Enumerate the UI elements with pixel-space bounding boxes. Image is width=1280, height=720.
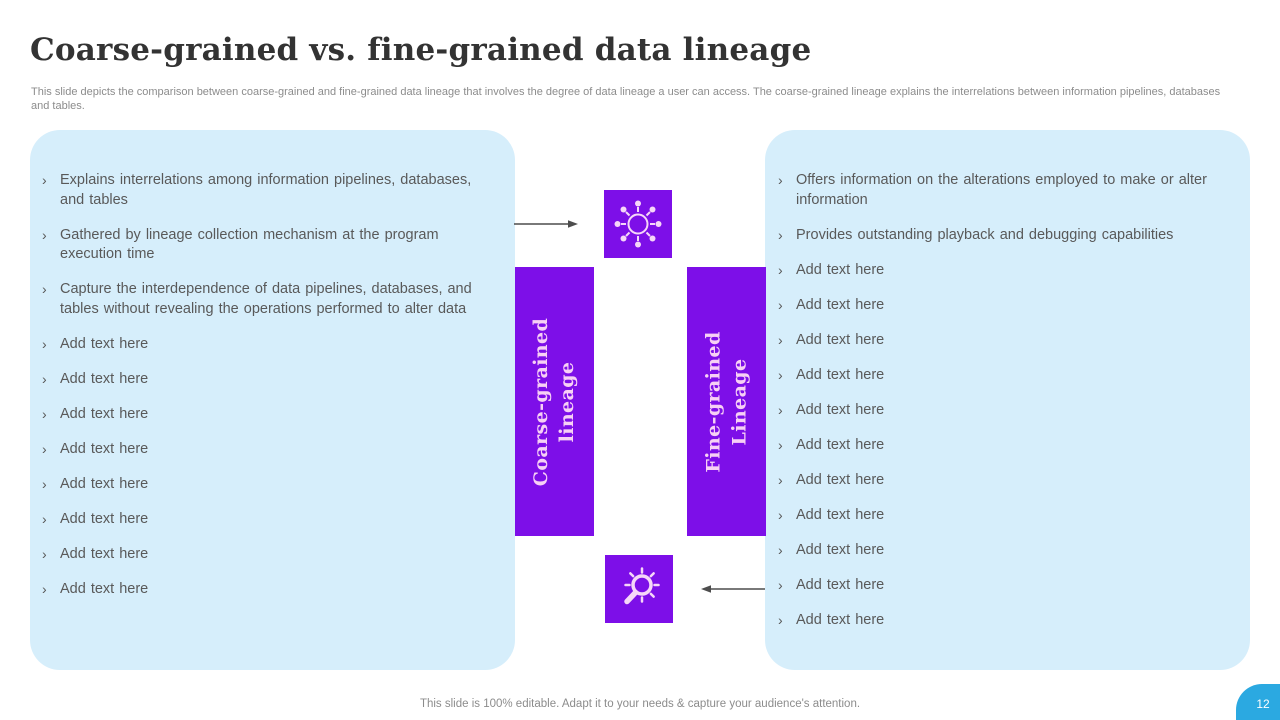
bullet-text: Add text here: [60, 405, 149, 422]
bullet-text: Add text here: [60, 440, 149, 457]
list-item: › Add text here: [42, 405, 473, 425]
fine-grained-bullet-list: › Offers information on the alterations …: [778, 171, 1208, 630]
label-line: Lineage: [728, 358, 751, 445]
bullet-text: Add text here: [60, 335, 149, 352]
list-item: › Explains interrelations among informat…: [42, 171, 473, 210]
coarse-grained-label-bar: Coarse-grained lineage: [515, 267, 594, 536]
label-line: Fine-grained: [702, 330, 725, 473]
icon-tile-top: [604, 190, 672, 258]
list-item: › Add text here: [42, 335, 473, 355]
arrow-right-icon: [514, 220, 578, 228]
list-item: › Add text here: [778, 366, 1208, 386]
chevron-bullet-icon: ›: [42, 510, 47, 527]
bullet-text: Add text here: [60, 580, 149, 597]
coarse-grained-label: Coarse-grained lineage: [529, 317, 581, 485]
chevron-bullet-icon: ›: [778, 471, 783, 488]
list-item: › Add text here: [42, 475, 473, 495]
bullet-text: Add text here: [796, 401, 885, 418]
chevron-bullet-icon: ›: [42, 405, 47, 422]
bullet-text: Add text here: [796, 576, 885, 593]
list-item: › Capture the interdependence of data pi…: [42, 280, 473, 319]
list-item: › Add text here: [778, 331, 1208, 351]
list-item: › Add text here: [42, 545, 473, 565]
bullet-text: Add text here: [796, 261, 885, 278]
bullet-text: Explains interrelations among informatio…: [60, 172, 472, 208]
list-item: › Add text here: [42, 370, 473, 390]
list-item: › Add text here: [778, 471, 1208, 491]
list-item: › Add text here: [778, 296, 1208, 316]
chevron-bullet-icon: ›: [42, 172, 47, 188]
chevron-bullet-icon: ›: [778, 506, 783, 523]
bullet-text: Add text here: [796, 506, 885, 523]
coarse-grained-panel: › Explains interrelations among informat…: [30, 130, 515, 670]
bullet-text: Offers information on the alterations em…: [796, 172, 1207, 208]
list-item: › Add text here: [42, 580, 473, 600]
bullet-text: Add text here: [796, 296, 885, 313]
fine-grained-panel: › Offers information on the alterations …: [765, 130, 1250, 670]
arrow-left-icon: [701, 585, 765, 593]
chevron-bullet-icon: ›: [42, 281, 47, 297]
chevron-bullet-icon: ›: [778, 366, 783, 383]
chevron-bullet-icon: ›: [778, 296, 783, 313]
chevron-bullet-icon: ›: [778, 436, 783, 453]
bullet-text: Add text here: [796, 611, 885, 628]
bullet-text: Add text here: [796, 366, 885, 383]
list-item: › Add text here: [778, 436, 1208, 456]
chevron-bullet-icon: ›: [42, 370, 47, 387]
list-item: › Add text here: [42, 510, 473, 530]
label-line: lineage: [556, 361, 579, 442]
label-line: Coarse-grained: [530, 317, 553, 486]
list-item: › Provides outstanding playback and debu…: [778, 226, 1208, 246]
chevron-bullet-icon: ›: [42, 475, 47, 492]
coarse-grained-bullet-list: › Explains interrelations among informat…: [42, 171, 473, 599]
bullet-text: Add text here: [796, 541, 885, 558]
chevron-bullet-icon: ›: [42, 440, 47, 457]
chevron-bullet-icon: ›: [778, 226, 783, 243]
fine-grained-label-bar: Fine-grained Lineage: [687, 267, 766, 536]
bullet-text: Add text here: [60, 510, 149, 527]
list-item: › Add text here: [778, 611, 1208, 631]
bullet-text: Provides outstanding playback and debugg…: [796, 226, 1174, 243]
list-item: › Gathered by lineage collection mechani…: [42, 226, 473, 265]
bullet-text: Gathered by lineage collection mechanism…: [60, 226, 439, 263]
chevron-bullet-icon: ›: [778, 331, 783, 348]
list-item: › Offers information on the alterations …: [778, 171, 1208, 210]
bullet-text: Capture the interdependence of data pipe…: [60, 281, 472, 317]
slide-footer-note: This slide is 100% editable. Adapt it to…: [419, 698, 861, 710]
magnifier-icon: [624, 567, 660, 605]
network-hub-icon: [614, 200, 662, 248]
list-item: › Add text here: [778, 401, 1208, 421]
chevron-bullet-icon: ›: [778, 611, 783, 628]
chevron-bullet-icon: ›: [42, 580, 47, 597]
chevron-bullet-icon: ›: [778, 401, 783, 418]
list-item: › Add text here: [778, 506, 1208, 526]
bullet-text: Add text here: [796, 471, 885, 488]
chevron-bullet-icon: ›: [778, 541, 783, 558]
list-item: › Add text here: [778, 541, 1208, 561]
chevron-bullet-icon: ›: [778, 576, 783, 593]
bullet-text: Add text here: [796, 331, 885, 348]
bullet-text: Add text here: [60, 475, 149, 492]
list-item: › Add text here: [778, 261, 1208, 281]
bullet-text: Add text here: [796, 436, 885, 453]
list-item: › Add text here: [778, 576, 1208, 596]
chevron-bullet-icon: ›: [778, 172, 783, 188]
slide-subtitle: This slide depicts the comparison betwee…: [31, 86, 1221, 112]
chevron-bullet-icon: ›: [42, 226, 47, 243]
chevron-bullet-icon: ›: [42, 335, 47, 352]
chevron-bullet-icon: ›: [42, 545, 47, 562]
list-item: › Add text here: [42, 440, 473, 460]
page-title: Coarse-grained vs. fine-grained data lin…: [30, 32, 812, 68]
bullet-text: Add text here: [60, 545, 149, 562]
bullet-text: Add text here: [60, 370, 149, 387]
fine-grained-label: Fine-grained Lineage: [701, 331, 753, 472]
page-number-badge: 12: [1236, 684, 1280, 720]
chevron-bullet-icon: ›: [778, 261, 783, 278]
icon-tile-bottom: [605, 555, 673, 623]
